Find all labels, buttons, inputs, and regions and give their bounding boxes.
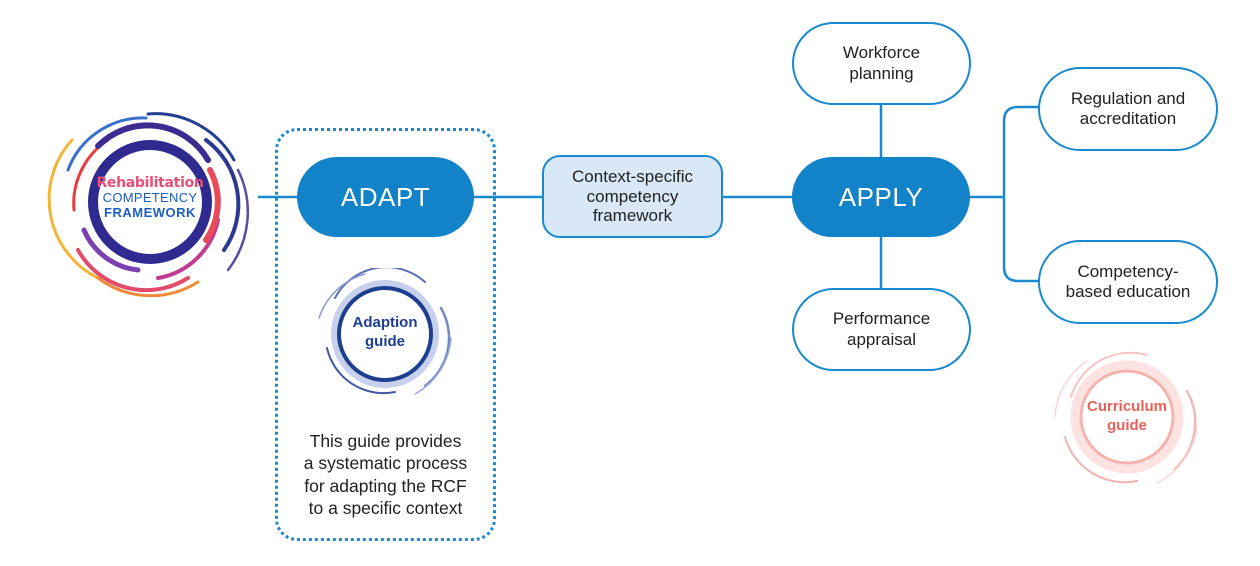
adaption-guide-line1: Adaption <box>352 314 418 331</box>
competency-line-2: based education <box>1065 282 1191 301</box>
desc-line-1: This guide provides <box>309 431 462 451</box>
performance-line-1: Performance <box>832 309 931 329</box>
curriculum-guide-badge[interactable]: Curriculum guide <box>1047 347 1207 487</box>
rcf-logo-text: Rehabilitation COMPETENCY FRAMEWORK <box>78 175 222 220</box>
adaption-guide-badge[interactable]: Adaption guide <box>305 266 465 398</box>
curriculum-guide-line2: guide <box>1107 416 1147 434</box>
regulation-line-1: Regulation and <box>1070 88 1186 108</box>
adapt-button[interactable]: ADAPT <box>297 157 474 237</box>
desc-line-3: for adapting the RCF <box>304 475 467 496</box>
workforce-line-1: Workforce <box>842 43 921 63</box>
adaption-guide-label: Adaption guide <box>325 314 445 352</box>
adaption-guide-rings <box>318 266 452 395</box>
adapt-label: ADAPT <box>340 181 431 212</box>
adapt-description: This guide provides a systematic process… <box>283 430 488 520</box>
apply-label: APPLY <box>838 181 924 212</box>
logo-competency: COMPETENCY <box>102 190 198 206</box>
ctx-line-3: framework <box>592 206 673 226</box>
adapt-dotted-container <box>275 128 496 541</box>
rcf-logo: Rehabilitation COMPETENCY FRAMEWORK <box>38 100 260 305</box>
desc-line-2: a systematic process <box>303 453 468 474</box>
adaption-guide-line2: guide <box>365 332 405 350</box>
rcf-logo-rings <box>47 112 250 298</box>
competency-based-education-box[interactable]: Competency- based education <box>1038 240 1218 324</box>
logo-framework: FRAMEWORK <box>104 204 196 220</box>
apply-button[interactable]: APPLY <box>792 157 970 237</box>
logo-rehabilitation: Rehabilitation <box>96 175 204 191</box>
performance-appraisal-box[interactable]: Performance appraisal <box>792 288 971 371</box>
ctx-line-1: Context-specific <box>572 167 693 187</box>
workforce-line-2: planning <box>849 63 914 83</box>
regulation-accreditation-box[interactable]: Regulation and accreditation <box>1038 67 1218 151</box>
ctx-line-2: competency <box>586 186 679 206</box>
workforce-planning-box[interactable]: Workforce planning <box>792 22 971 105</box>
branch-bracket <box>1002 105 1040 283</box>
curriculum-guide-label: Curriculum guide <box>1067 398 1187 436</box>
context-specific-framework-box[interactable]: Context-specific competency framework <box>542 155 723 238</box>
curriculum-guide-rings <box>1054 351 1198 484</box>
performance-line-2: appraisal <box>846 329 916 349</box>
desc-line-4: to a specific context <box>308 498 463 519</box>
competency-line-1: Competency- <box>1077 261 1179 281</box>
curriculum-guide-line1: Curriculum <box>1086 398 1167 415</box>
regulation-line-2: accreditation <box>1079 109 1177 128</box>
